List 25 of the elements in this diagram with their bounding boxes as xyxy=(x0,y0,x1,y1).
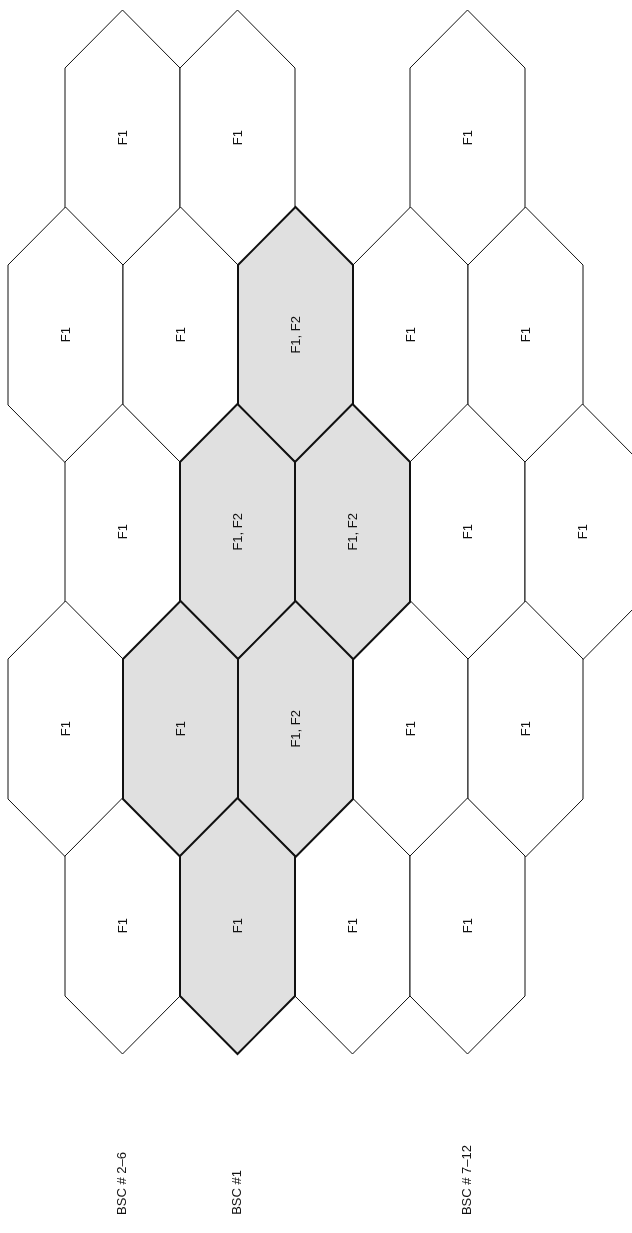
cell-label: F1 xyxy=(172,721,188,737)
cell-label: F1, F2 xyxy=(229,513,245,551)
cell-label: F1 xyxy=(172,327,188,343)
cell-label: F1 xyxy=(402,327,418,343)
cell-label: F1 xyxy=(459,130,475,146)
cell-label: F1 xyxy=(574,524,590,540)
cell-label: F1 xyxy=(114,918,130,934)
cell-label: F1 xyxy=(517,721,533,737)
cell-label: F1 xyxy=(229,918,245,934)
cell-label: F1 xyxy=(459,918,475,934)
cell-label: F1 xyxy=(344,918,360,934)
cell-label: F1 xyxy=(517,327,533,343)
cell-label: F1 xyxy=(229,130,245,146)
cell-label: F1 xyxy=(114,130,130,146)
bsc-label: BSC #1 xyxy=(229,1170,244,1215)
cell-label: F1 xyxy=(459,524,475,540)
cell-label: F1 xyxy=(402,721,418,737)
cell-label: F1 xyxy=(114,524,130,540)
cell-label: F1 xyxy=(57,721,73,737)
cell-label: F1 xyxy=(57,327,73,343)
cell-label: F1, F2 xyxy=(287,710,303,748)
bsc-label: BSC # 2–6 xyxy=(114,1152,129,1215)
bsc-label: BSC # 7–12 xyxy=(459,1144,474,1215)
cell-label: F1, F2 xyxy=(287,316,303,354)
cell-label: F1, F2 xyxy=(344,513,360,551)
